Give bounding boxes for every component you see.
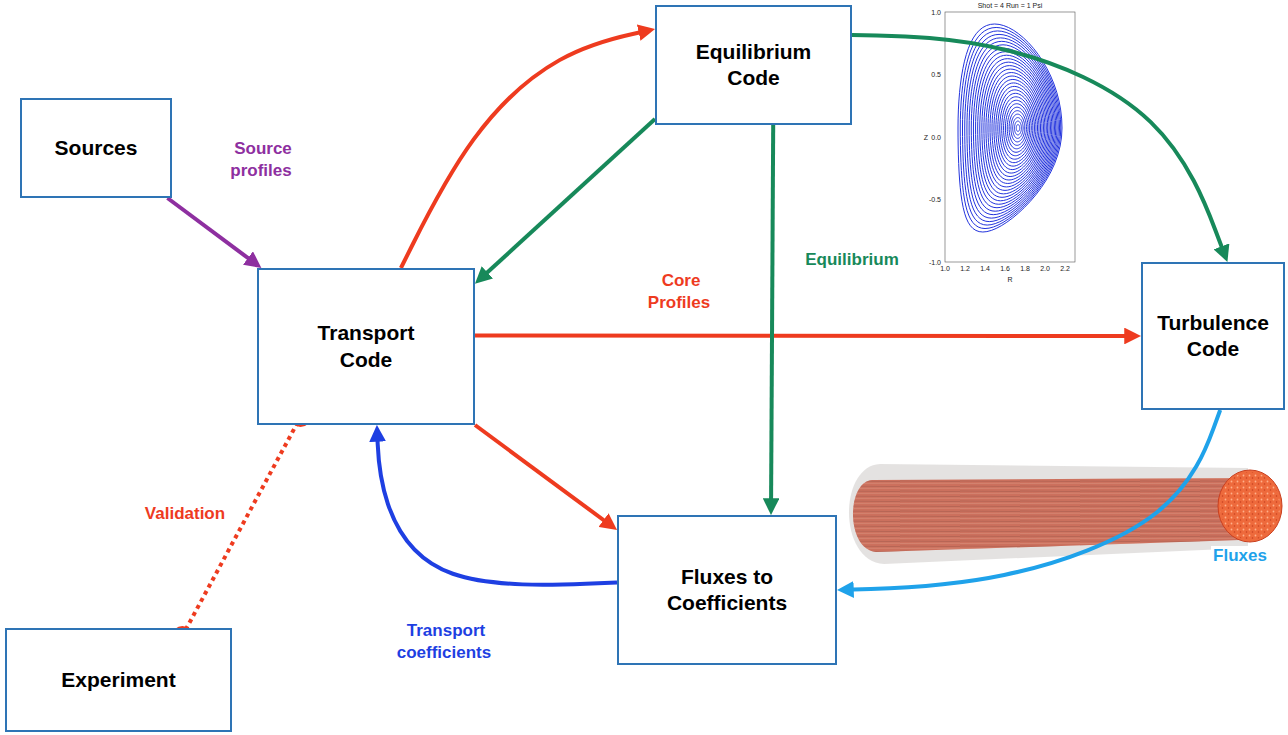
axis-label: 1.6 [1000,265,1010,272]
box-text-group: Equilibrium Code [689,39,819,92]
flux-surface [960,27,1061,228]
axis-label: 1.0 [931,9,941,16]
axis-label: 0.0 [931,134,941,141]
edge-label: Validation [130,503,240,525]
edge-label-text: Source profiles [230,139,293,180]
flow-arrow [401,31,647,268]
edge-label-text: Transport coefficients [397,621,493,662]
axis-label: 1.2 [960,265,970,272]
process-box: Sources [20,98,172,198]
box-text-group: Fluxes to Coefficients [637,564,817,617]
axis-label: 1.4 [980,265,990,272]
axis-label: 0.5 [931,71,941,78]
process-box: Transport Code [257,268,475,425]
flux-surface [1000,93,1035,162]
process-box: Experiment [5,628,232,732]
edge-label-text: Equilibrium [803,250,901,269]
cross-section [1218,470,1282,542]
flow-arrow [475,334,1133,338]
process-box: Equilibrium Code [655,5,852,125]
edge-label: Core Profiles [633,270,728,314]
process-box: Turbulence Code [1141,262,1285,410]
edge-label: Transport coefficients [383,620,508,664]
flux-surface [1009,111,1026,146]
flow-arrow [377,433,617,585]
edge-label: Fluxes [1204,545,1276,567]
torus-illustration [849,464,1282,564]
box-text-group: Transport Code [306,320,426,373]
box-label: Fluxes to Coefficients [637,564,817,617]
axis-label: -0.5 [929,196,941,203]
flux-surface [958,24,1062,232]
flux-surface [980,59,1049,198]
validation-link [178,409,305,644]
flux-surface [1005,104,1029,153]
flow-arrow [845,410,1220,590]
flow-arrow [852,35,1225,255]
flow-arrow [481,119,655,278]
box-text-group: Turbulence Code [1155,310,1271,363]
flux-surface [1007,107,1028,149]
axis-label: Z [924,134,928,141]
box-text-group: Sources [55,135,138,161]
axis-label: 1.8 [1020,265,1030,272]
edge-label-text: Validation [143,504,227,523]
box-text-group: Experiment [61,667,175,693]
axis-label: 2.2 [1060,265,1070,272]
edge-label: Equilibrium [792,249,912,271]
box-label: Sources [55,135,138,161]
box-label: Equilibrium Code [689,39,819,92]
flux-surface [1016,125,1019,132]
flow-arrow [771,125,773,507]
edge-label-text: Fluxes [1211,546,1269,565]
plot-title: Shot = 4 Run = 1 Psi [978,2,1043,9]
box-label: Turbulence Code [1155,310,1271,363]
flux-surfaces [958,24,1062,232]
process-box: Fluxes to Coefficients [617,515,837,665]
edge-label: Source profiles [216,138,308,182]
axis-label: 1.0 [940,265,950,272]
edge-label-text: Core Profiles [648,271,712,312]
flux-surface [1013,118,1023,139]
flux-surface [992,79,1041,176]
axis-label: R [1007,276,1012,283]
flux-surface [1004,100,1032,155]
axis-label: -1.0 [929,259,941,266]
axis-label: 2.0 [1040,265,1050,272]
flux-surface [1014,121,1021,135]
flux-surface [1002,97,1033,159]
cross-section-texture [1220,472,1280,540]
flow-arrow [475,425,611,525]
box-label: Experiment [61,667,175,693]
flow-arrow [167,198,255,263]
flux-surface [1011,114,1025,142]
box-label: Transport Code [306,320,426,373]
